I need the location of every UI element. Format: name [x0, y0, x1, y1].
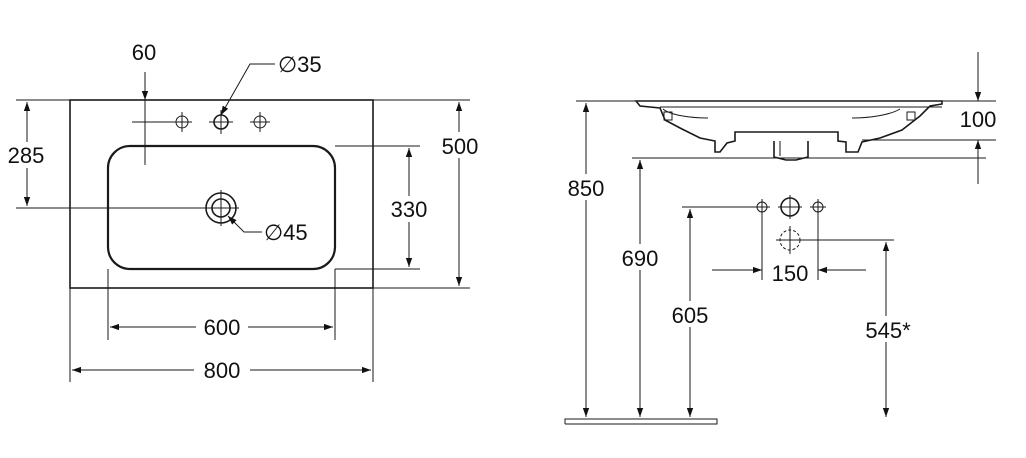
hole-offset-label: 60	[132, 40, 156, 65]
tap-hole-center	[209, 110, 233, 134]
side-waste-position	[776, 226, 894, 254]
total-height-label: 850	[568, 176, 605, 201]
basin-outline	[69, 99, 374, 289]
basin-thickness-label: 100	[960, 107, 997, 132]
overall-depth-label: 500	[442, 134, 479, 159]
bowl-width-label: 600	[204, 315, 241, 340]
side-view: 850 690 605 100	[562, 52, 997, 425]
waste-outlet	[203, 190, 239, 226]
overall-width-label: 800	[204, 358, 241, 383]
basin-profile	[634, 100, 943, 161]
side-tap-hole-center	[778, 195, 802, 219]
side-tap-hole-right	[810, 199, 826, 215]
top-view: 60 ∅35 ∅45 285 330 500 600	[4, 40, 483, 383]
hole-spacing-label: 150	[772, 261, 809, 286]
floor-line	[564, 418, 718, 425]
side-tap-hole-left	[754, 199, 770, 215]
waste-height-label: 545*	[865, 318, 911, 343]
bowl-depth-label: 330	[391, 197, 428, 222]
tap-hole-right	[250, 112, 270, 132]
waste-diameter-label: ∅45	[264, 220, 308, 245]
waste-depth-label: 285	[8, 143, 45, 168]
tap-hole-diameter-label: ∅35	[278, 52, 322, 77]
top-height-label: 690	[622, 246, 659, 271]
tap-height-label: 605	[672, 303, 709, 328]
